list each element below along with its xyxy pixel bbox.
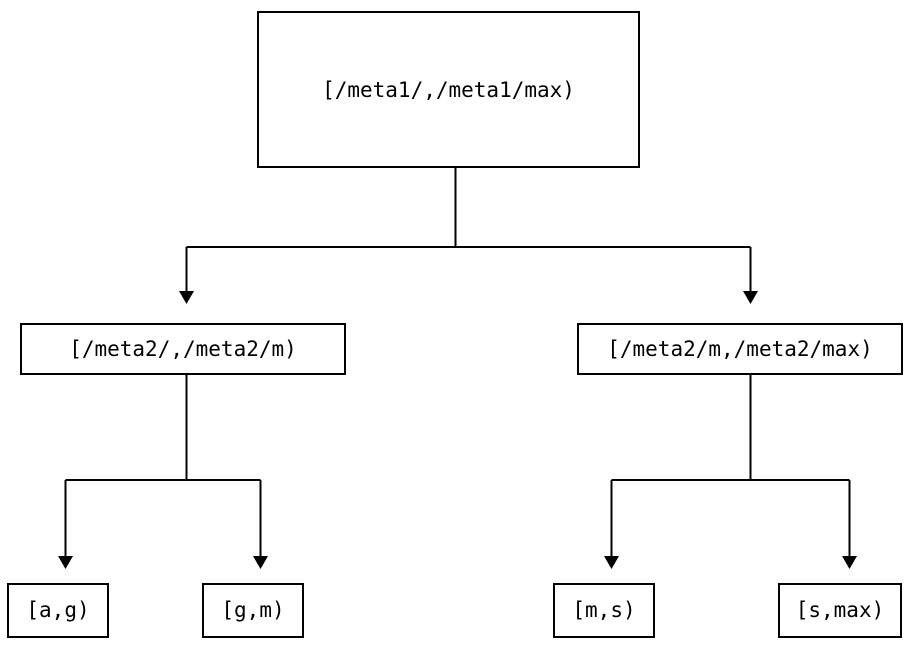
node-leaf-3-label: [m,s) xyxy=(572,598,635,622)
node-level2-right[interactable]: [/meta2/m,/meta2/max) xyxy=(576,322,904,376)
node-leaf-4[interactable]: [s,max) xyxy=(777,582,903,639)
arrowhead-down-icon xyxy=(842,556,857,569)
arrowhead-down-icon xyxy=(604,556,619,569)
edge-level2-right-to-leaves-group xyxy=(604,374,857,569)
node-level2-left[interactable]: [/meta2/,/meta2/m) xyxy=(19,322,347,376)
node-root[interactable]: [/meta1/,/meta1/max) xyxy=(256,10,641,169)
node-root-label: [/meta1/,/meta1/max) xyxy=(322,78,575,102)
node-level2-right-box[interactable] xyxy=(576,322,904,376)
node-leaf-3[interactable]: [m,s) xyxy=(552,582,656,639)
node-leaf-2[interactable]: [g,m) xyxy=(201,582,305,639)
arrowhead-down-icon xyxy=(179,291,194,304)
node-leaf-1-label: [a,g) xyxy=(26,598,89,622)
arrowhead-down-icon xyxy=(253,556,268,569)
node-leaf-2-box[interactable] xyxy=(201,582,305,639)
node-leaf-4-box[interactable] xyxy=(777,582,903,639)
node-root-box[interactable] xyxy=(256,10,641,169)
node-level2-left-label: [/meta2/,/meta2/m) xyxy=(69,337,297,361)
node-level2-right-label: [/meta2/m,/meta2/max) xyxy=(607,337,873,361)
node-level2-left-box[interactable] xyxy=(19,322,347,376)
arrowhead-down-icon xyxy=(58,556,73,569)
node-leaf-4-label: [s,max) xyxy=(796,598,885,622)
arrowhead-down-icon xyxy=(743,291,758,304)
edge-level2-left-to-leaves-group xyxy=(58,374,268,569)
edge-root-to-level2-group xyxy=(179,167,758,304)
node-leaf-1-box[interactable] xyxy=(6,582,110,639)
node-leaf-3-box[interactable] xyxy=(552,582,656,639)
node-leaf-1[interactable]: [a,g) xyxy=(6,582,110,639)
node-leaf-2-label: [g,m) xyxy=(221,598,284,622)
